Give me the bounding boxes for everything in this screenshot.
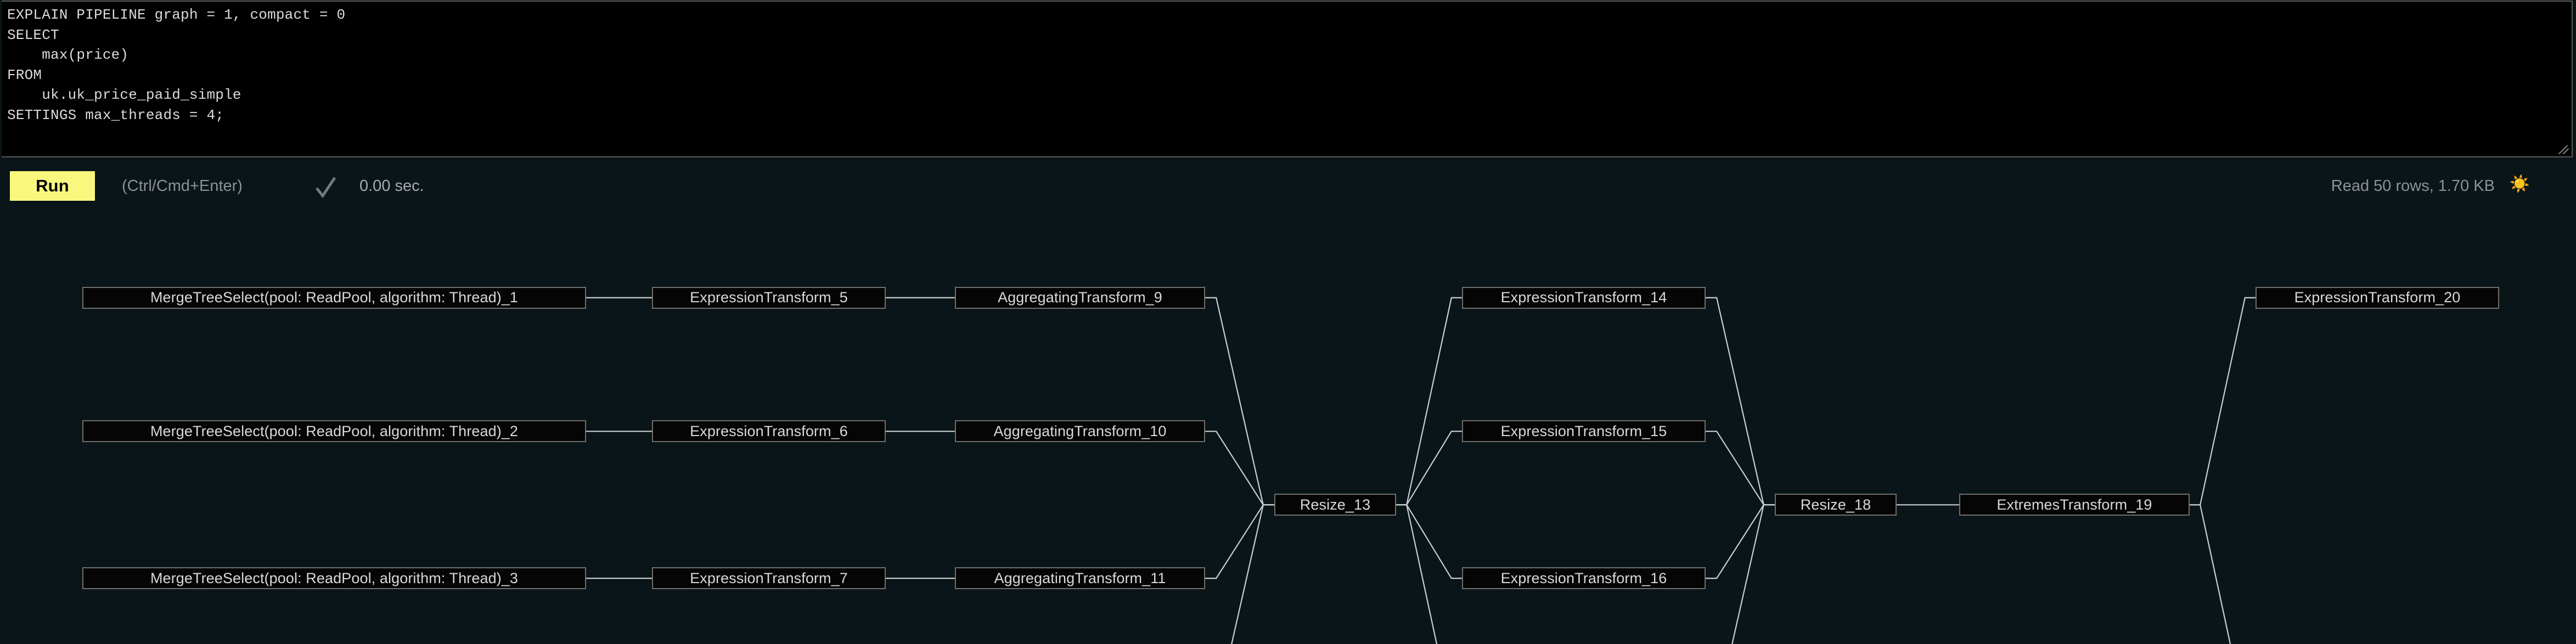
graph-node[interactable]: AggregatingTransform_10: [955, 420, 1205, 443]
graph-node[interactable]: MergeTreeSelect(pool: ReadPool, algorith…: [82, 567, 586, 590]
graph-edge: [2190, 297, 2256, 506]
graph-edge: [1396, 504, 1438, 644]
graph-node[interactable]: ExpressionTransform_16: [1462, 567, 1706, 590]
graph-node[interactable]: MergeTreeSelect(pool: ReadPool, algorith…: [82, 420, 586, 443]
query-elapsed-time: 0.00 sec.: [359, 177, 424, 195]
graph-node[interactable]: AggregatingTransform_9: [955, 286, 1205, 309]
graph-edge: [1706, 297, 1775, 506]
graph-node[interactable]: Resize_13: [1274, 494, 1396, 516]
pipeline-graph: MergeTreeSelect(pool: ReadPool, algorith…: [0, 207, 2576, 644]
graph-edge: [1396, 297, 1462, 506]
graph-node[interactable]: ExpressionTransform_6: [652, 420, 886, 443]
run-button[interactable]: Run: [10, 171, 95, 201]
graph-edge: [1205, 504, 1274, 579]
query-editor-container: [0, 0, 2576, 159]
graph-node[interactable]: ExpressionTransform_14: [1462, 286, 1706, 309]
graph-edge: [1706, 431, 1775, 506]
graph-edge: [2190, 504, 2231, 644]
graph-edge: [1231, 504, 1274, 644]
graph-node[interactable]: Resize_18: [1775, 494, 1897, 516]
graph-node[interactable]: ExpressionTransform_7: [652, 567, 886, 590]
graph-edge: [1396, 504, 1462, 579]
graph-edge: [1731, 504, 1775, 644]
graph-node[interactable]: ExtremesTransform_19: [1959, 494, 2190, 516]
sql-query-editor[interactable]: [2, 1, 2573, 157]
sun-icon[interactable]: ☀️: [2509, 175, 2530, 193]
query-read-stats: Read 50 rows, 1.70 KB: [2331, 177, 2495, 195]
graph-edge: [1205, 431, 1274, 506]
query-toolbar: Run (Ctrl/Cmd+Enter) 0.00 sec. Read 50 r…: [0, 159, 2576, 207]
check-icon: [313, 175, 338, 200]
graph-edge: [1396, 431, 1462, 506]
graph-edge: [1205, 297, 1274, 506]
graph-edge-layer: [586, 297, 2256, 644]
run-shortcut-hint: (Ctrl/Cmd+Enter): [122, 177, 243, 195]
graph-node[interactable]: ExpressionTransform_5: [652, 286, 886, 309]
graph-node[interactable]: ExpressionTransform_20: [2256, 286, 2499, 309]
graph-node[interactable]: AggregatingTransform_11: [955, 567, 1205, 590]
graph-node[interactable]: ExpressionTransform_15: [1462, 420, 1706, 443]
graph-edge: [1706, 504, 1775, 579]
graph-node[interactable]: MergeTreeSelect(pool: ReadPool, algorith…: [82, 286, 586, 309]
